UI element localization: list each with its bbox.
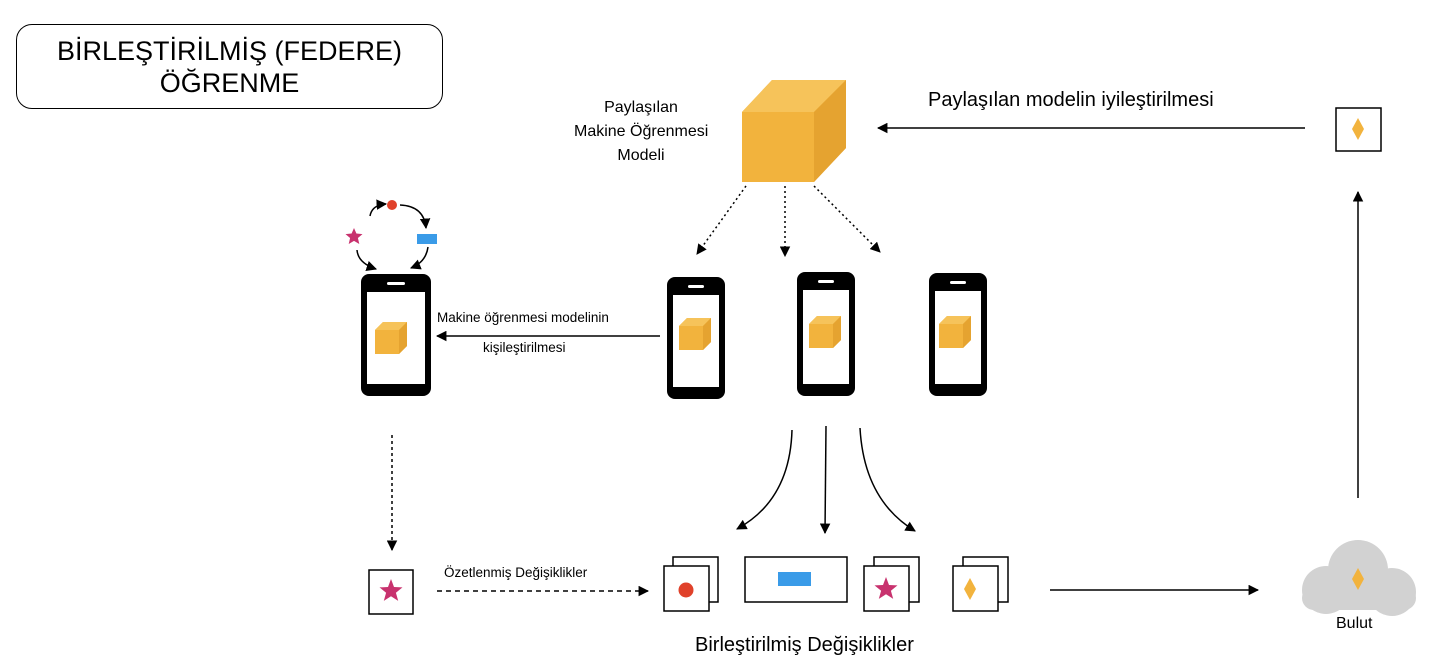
shared-model-label-line-3: Modeli	[617, 147, 665, 164]
diamond-icon	[1352, 118, 1364, 140]
title-line-2: ÖĞRENME	[159, 67, 300, 98]
improvement-label: Paylaşılan modelin iyileştirilmesi	[928, 89, 1214, 111]
phone-icon	[797, 272, 855, 396]
blue-bar-icon	[778, 572, 811, 586]
shared-model-label-line-1: Paylaşılan	[604, 99, 678, 116]
combined-change-diamond	[952, 556, 1009, 612]
personalization-label-line-2: kişileştirilmesi	[483, 340, 566, 355]
phone-icon	[929, 273, 987, 396]
red-dot-icon	[678, 582, 694, 598]
cloud-label: Bulut	[1336, 615, 1373, 632]
personal-phone-icon	[361, 274, 431, 396]
title-line-1: BİRLEŞTİRİLMİŞ (FEDERE)	[56, 35, 403, 66]
summarized-change-box	[368, 569, 414, 615]
red-dot-icon	[387, 200, 397, 210]
model-update-box	[1335, 107, 1382, 152]
star-icon	[874, 577, 898, 599]
phone-icon	[667, 277, 725, 399]
combined-changes-label: Birleştirilmiş Değişiklikler	[695, 634, 914, 656]
combined-change-star	[863, 556, 920, 612]
summarized-changes-label: Özetlenmiş Değişiklikler	[444, 565, 588, 580]
diamond-icon	[964, 578, 976, 600]
combined-change-blue	[744, 556, 848, 603]
personalization-label-line-1: Makine öğrenmesi modelinin	[437, 310, 609, 325]
distribute-arrow-3	[813, 185, 881, 253]
upload-arrow-2	[819, 425, 831, 535]
upload-arrow-1	[736, 429, 793, 530]
upload-arrow-3	[859, 427, 916, 532]
star-icon	[379, 579, 403, 601]
blue-bar-icon	[417, 234, 437, 244]
training-cycle	[345, 199, 437, 271]
shared-model-label-line-2: Makine Öğrenmesi	[574, 123, 709, 140]
title-box: BİRLEŞTİRİLMİŞ (FEDERE) ÖĞRENME	[16, 24, 443, 109]
distribute-arrow-1	[696, 185, 747, 255]
cloud-icon	[1302, 540, 1416, 616]
shared-model-label: Paylaşılan Makine Öğrenmesi Modeli	[574, 96, 708, 168]
combined-change-red	[663, 556, 719, 612]
shared-model-cube-icon	[742, 80, 846, 182]
diamond-icon	[1352, 568, 1364, 590]
star-icon	[345, 228, 363, 244]
